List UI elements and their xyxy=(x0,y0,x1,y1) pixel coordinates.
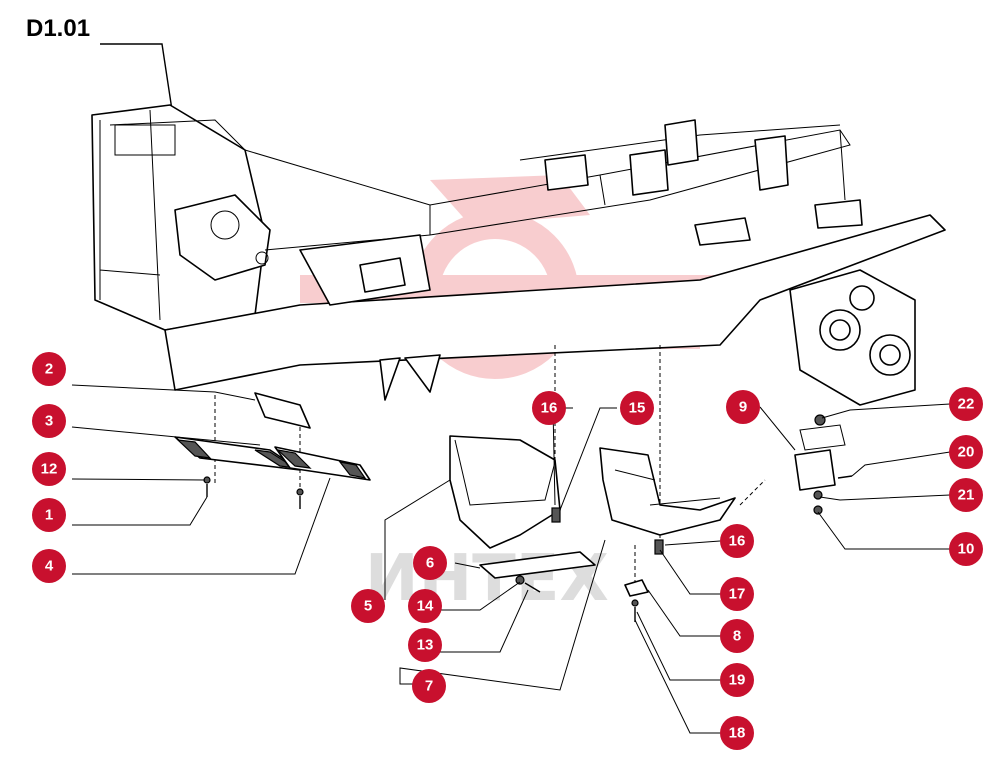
svg-text:16: 16 xyxy=(541,400,558,417)
svg-text:12: 12 xyxy=(41,461,58,478)
callout-18: 18 xyxy=(720,716,754,750)
callout-2: 2 xyxy=(32,352,66,386)
callout-6: 6 xyxy=(413,546,447,580)
svg-text:14: 14 xyxy=(417,598,434,615)
svg-text:9: 9 xyxy=(739,399,747,416)
main-frame xyxy=(91,104,946,406)
callout-badges: 2 3 12 1 4 16 15 6 5 14 13 7 9 22 20 21 … xyxy=(32,352,983,750)
svg-text:21: 21 xyxy=(958,487,975,504)
svg-text:5: 5 xyxy=(364,598,372,615)
callout-21: 21 xyxy=(949,478,983,512)
callout-22: 22 xyxy=(949,387,983,421)
svg-text:1: 1 xyxy=(45,507,53,524)
svg-text:10: 10 xyxy=(958,541,975,558)
callout-10: 10 xyxy=(949,532,983,566)
svg-text:6: 6 xyxy=(426,555,434,572)
part-4-plate xyxy=(274,446,371,481)
callout-12: 12 xyxy=(32,452,66,486)
callout-13: 13 xyxy=(408,628,442,662)
part-8-washer xyxy=(624,579,649,597)
part-6-plate xyxy=(479,551,596,579)
callout-20: 20 xyxy=(949,435,983,469)
callout-14: 14 xyxy=(408,589,442,623)
callout-3: 3 xyxy=(32,404,66,438)
svg-text:22: 22 xyxy=(958,396,975,413)
diagram-code: D1.01 xyxy=(26,15,90,42)
part-5-guard xyxy=(449,435,561,549)
part-9-bracket xyxy=(794,449,836,491)
svg-text:19: 19 xyxy=(729,672,746,689)
callout-9: 9 xyxy=(726,390,760,424)
svg-text:2: 2 xyxy=(45,361,53,378)
part-2-plate xyxy=(254,392,311,429)
svg-text:15: 15 xyxy=(629,400,646,417)
left-plates xyxy=(174,392,371,509)
callout-16-upper: 16 xyxy=(532,391,566,425)
callout-8: 8 xyxy=(720,619,754,653)
center-guard xyxy=(449,435,736,622)
right-bracket xyxy=(794,414,853,515)
svg-text:18: 18 xyxy=(729,725,746,742)
svg-text:13: 13 xyxy=(417,637,434,654)
callout-17: 17 xyxy=(720,577,754,611)
callout-19: 19 xyxy=(720,663,754,697)
callout-4: 4 xyxy=(32,549,66,583)
callout-1: 1 xyxy=(32,498,66,532)
part-7-guard xyxy=(599,447,736,536)
svg-text:3: 3 xyxy=(45,413,53,430)
callout-7: 7 xyxy=(412,669,446,703)
svg-text:16: 16 xyxy=(729,533,746,550)
svg-text:17: 17 xyxy=(729,586,746,603)
title-leader-line xyxy=(100,43,173,111)
callout-5: 5 xyxy=(351,589,385,623)
svg-text:4: 4 xyxy=(45,558,54,575)
svg-text:7: 7 xyxy=(425,678,433,695)
svg-text:8: 8 xyxy=(733,628,741,645)
callout-15: 15 xyxy=(620,391,654,425)
svg-text:20: 20 xyxy=(958,444,975,461)
callout-16-lower: 16 xyxy=(720,524,754,558)
